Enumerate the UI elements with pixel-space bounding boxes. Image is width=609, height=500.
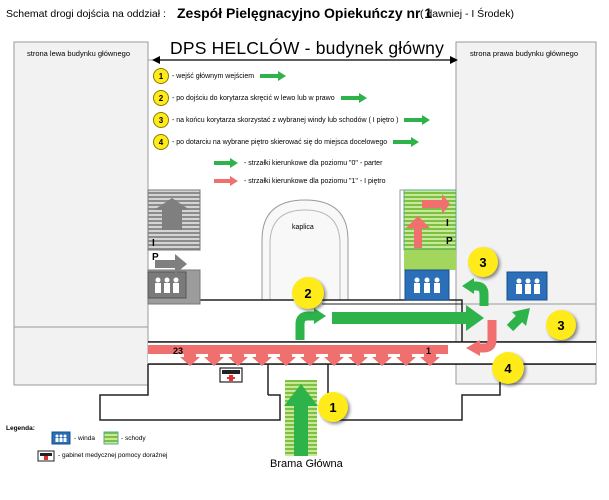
green-arrow-icon — [393, 137, 420, 147]
corridor-red-down-arrow — [348, 354, 368, 366]
legend-medical-text: - gabinet medycznej pomocy doraźnej — [58, 452, 168, 459]
left-wing-label: strona lewa budynku głównego — [27, 49, 130, 58]
step-text: - wejść głównym wejściem — [172, 72, 255, 80]
step-number-badge: 1 — [153, 68, 169, 84]
legend-stairs-text: - schody — [121, 435, 146, 442]
gate-arrow-green — [284, 384, 318, 456]
corridor-red-down-arrow — [252, 354, 272, 366]
corridor-red-down-arrow — [276, 354, 296, 366]
left-stairs-arrow-up — [154, 198, 190, 230]
corridor-red-down-arrow — [420, 354, 440, 366]
left-stairs-label-p: P — [152, 252, 159, 263]
step-marker-m2: 2 — [292, 277, 324, 309]
corridor-red-down-arrow — [300, 354, 320, 366]
arrow-legend-row: - strzałki kierunkowe dla poziomu "0" - … — [214, 158, 382, 168]
left-stairs-label-i: I — [152, 238, 155, 249]
step-text: - po dotarciu na wybrane piętro skierowa… — [172, 138, 388, 146]
step-row: 1- wejść głównym wejściem — [153, 68, 287, 84]
corridor-number-left: 23 — [173, 346, 184, 356]
chapel-outline — [261, 199, 349, 300]
main-gate-label: Brama Główna — [270, 458, 343, 470]
right-stairs-label-p: P — [446, 236, 453, 247]
corridor-red-down-arrow — [204, 354, 224, 366]
up-arrow-green — [462, 278, 474, 294]
arrow-legend-row: - strzałki kierunkowe dla poziomu "1" - … — [214, 176, 386, 186]
corridor-green-arrow — [332, 305, 484, 331]
corridor-red-down-arrow — [372, 354, 392, 366]
step-row: 3- na końcu korytarza skorzystać z wybra… — [153, 112, 431, 128]
right-stairs-arrow-red-right — [422, 194, 450, 214]
chapel-label: kaplica — [292, 224, 314, 231]
step-number-badge: 3 — [153, 112, 169, 128]
corridor-red-down-arrow — [324, 354, 344, 366]
legend-elevator-text: - winda — [74, 435, 95, 442]
right-elevator-arrow-green — [512, 308, 530, 326]
right-stairs-arrow-red-up — [406, 216, 430, 248]
left-wing — [13, 41, 149, 328]
legend-title: Legenda: — [6, 425, 35, 432]
corridor-red-down-arrow — [228, 354, 248, 366]
turn-arrow-green — [314, 308, 326, 324]
corridor-red-down-arrow — [180, 354, 200, 366]
corridor-red-band — [148, 345, 448, 354]
arrow-legend-text: - strzałki kierunkowe dla poziomu "1" - … — [244, 177, 386, 185]
step-marker-m3b: 3 — [546, 310, 576, 340]
right-wing-label: strona prawa budynku głównego — [470, 49, 578, 58]
header-left-text: Schemat drogi dojścia na oddział : — [6, 8, 166, 20]
green-arrow-icon — [340, 93, 367, 103]
green-arrow-icon — [214, 158, 238, 168]
step-row: 4- po dotarciu na wybrane piętro skierow… — [153, 134, 420, 150]
step-number-badge: 4 — [153, 134, 169, 150]
left-stairs-arrow-right — [155, 254, 187, 274]
header-right-text: ( dawniej - I Środek) — [420, 8, 514, 20]
green-arrow-icon — [260, 71, 287, 81]
step-marker-m3a: 3 — [468, 247, 498, 277]
step-text: - na końcu korytarza skorzystać z wybran… — [172, 116, 399, 124]
step-marker-m4: 4 — [492, 352, 524, 384]
header-title: Zespół Pielęgnacyjno Opiekuńczy nr 1 — [177, 5, 433, 21]
step-text: - po dojściu do korytarza skręcić w lewo… — [172, 94, 335, 102]
corridor-red-down-arrow — [396, 354, 416, 366]
step4-arrow-red — [466, 340, 480, 356]
red-arrow-icon — [214, 176, 238, 186]
right-stairs-label-i: I — [446, 218, 449, 229]
step-row: 2- po dojściu do korytarza skręcić w lew… — [153, 90, 367, 106]
step-number-badge: 2 — [153, 90, 169, 106]
building-title: DPS HELCLÓW - budynek główny — [170, 38, 445, 58]
corridor-number-right: 1 — [426, 346, 432, 356]
green-arrow-icon — [404, 115, 431, 125]
arrow-legend-text: - strzałki kierunkowe dla poziomu "0" - … — [244, 159, 383, 167]
legend-stairs-icon — [103, 431, 119, 445]
step-marker-m1: 1 — [318, 392, 348, 422]
